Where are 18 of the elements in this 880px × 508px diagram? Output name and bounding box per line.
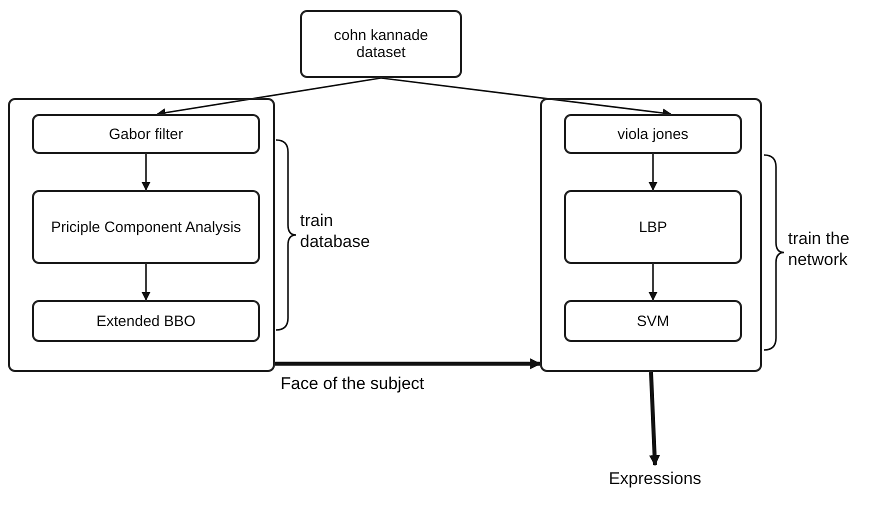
- output-text: Expressions: [600, 465, 710, 493]
- arrow: [142, 264, 150, 301]
- process-box: cohn kannade dataset: [300, 10, 462, 78]
- arrow: [648, 154, 658, 191]
- process-box: LBP: [564, 190, 742, 264]
- arrow: [142, 154, 150, 191]
- arrow: [648, 264, 658, 301]
- process-box: Gabor filter: [32, 114, 260, 154]
- process-box: Extended BBO: [32, 300, 260, 342]
- arrow: [275, 358, 542, 370]
- process-box: Priciple Component Analysis: [32, 190, 260, 264]
- annotation-text: train the network: [788, 228, 850, 270]
- process-box: SVM: [564, 300, 742, 342]
- group-container: [8, 98, 275, 372]
- group-container: [540, 98, 762, 372]
- process-box: viola jones: [564, 114, 742, 154]
- annotation-text: train database: [300, 210, 371, 252]
- arrow: [649, 372, 660, 466]
